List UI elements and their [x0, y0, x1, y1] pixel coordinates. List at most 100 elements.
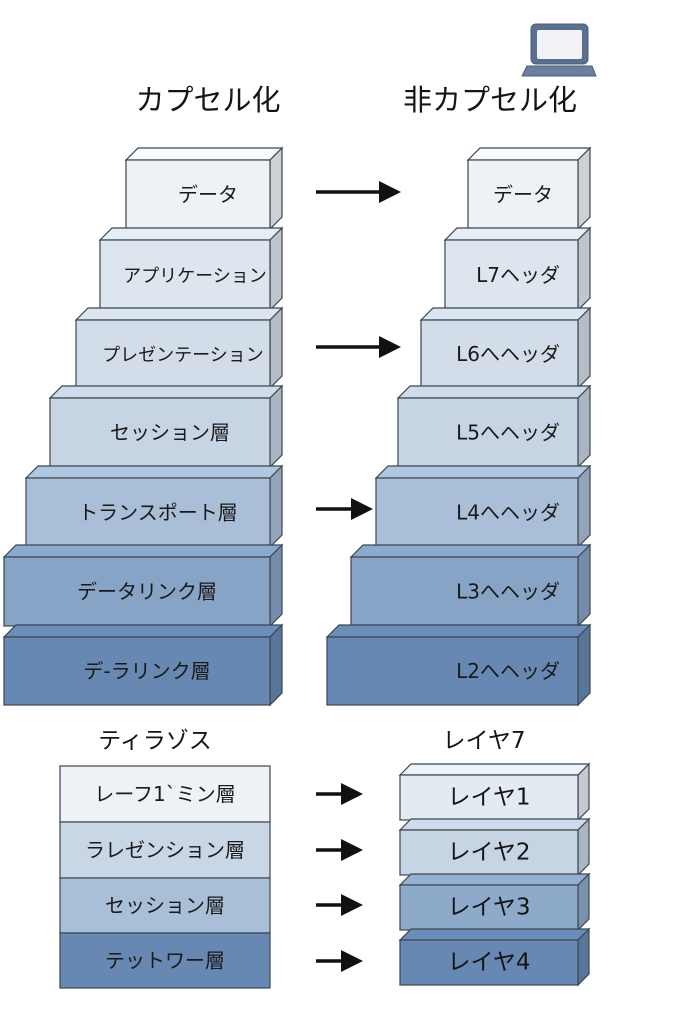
box-front-face	[125, 159, 271, 230]
left-layer-box: トランスポート層	[24, 464, 284, 549]
box-side-face	[269, 306, 283, 390]
layer-label: データリンク層	[77, 580, 217, 604]
right-layer-box: L5へヘッダ	[396, 384, 592, 469]
right-layer-box: L2へヘッダ	[325, 623, 592, 707]
arrow-right-icon	[316, 336, 401, 358]
box-side-face	[577, 306, 591, 390]
box-side-face	[577, 623, 591, 707]
arrow-right-icon	[316, 783, 363, 805]
bottom-left-row: ラレゼンション層	[59, 821, 271, 879]
left-layer-box: データリンク層	[2, 543, 284, 628]
bottom-right-title: レイヤ7	[443, 728, 526, 754]
box-side-face	[577, 146, 591, 231]
left-layer-box: プレゼンテーション	[74, 306, 284, 390]
right-layer-box: L3へヘッダ	[349, 543, 592, 628]
bottom-right-stack: レイヤ1 レイヤ2 レイヤ3 レイヤ4	[398, 762, 591, 987]
layer-label: L5へヘッダ	[456, 421, 560, 445]
left-layer-box: アプリケーション	[98, 226, 284, 312]
layer-label: プレゼンテーション	[102, 345, 264, 366]
layer-label: データ	[178, 183, 238, 207]
box-front-face	[420, 319, 579, 389]
box-side-face	[577, 464, 591, 549]
arrow-right-icon	[316, 498, 373, 520]
arrow-right-icon	[316, 839, 363, 861]
box-front-face	[99, 239, 271, 311]
bottom-right-layer-box: レイヤ4	[398, 927, 591, 987]
encapsulation-title: カプセル化	[135, 83, 280, 117]
box-top-face	[124, 147, 284, 161]
box-side-face	[577, 543, 591, 628]
layer-label: レイヤ2	[448, 840, 531, 866]
box-side-face	[269, 623, 283, 707]
box-side-face	[269, 384, 283, 469]
layer-label: トランスポート層	[78, 501, 238, 525]
box-top-face	[396, 385, 592, 399]
box-front-face	[326, 636, 579, 706]
box-front-face	[467, 159, 579, 230]
left-layer-box: データ	[124, 146, 284, 231]
box-front-face	[75, 319, 271, 389]
box-top-face	[2, 544, 284, 558]
box-side-face	[269, 226, 283, 312]
right-layer-box: L7ヘッダ	[443, 226, 592, 312]
layer-label: L3へヘッダ	[456, 580, 560, 604]
encapsulation-stack: データアプリケーションプレゼンテーションセッション層トランスポート層データリンク…	[2, 146, 284, 707]
arrow-right-icon	[316, 950, 363, 972]
box-top-face	[398, 818, 591, 831]
layer-label: セッション層	[110, 421, 230, 445]
box-top-face	[74, 307, 284, 321]
box-front-face	[49, 397, 271, 468]
bottom-right-layer-box: レイヤ3	[398, 872, 591, 932]
left-layer-box: セッション層	[48, 384, 284, 469]
box-front-face	[399, 774, 579, 821]
box-top-face	[419, 307, 592, 321]
box-side-face	[577, 384, 591, 469]
box-top-face	[398, 763, 591, 776]
box-front-face	[444, 239, 579, 311]
left-layer-box: デ-ラリンク層	[2, 623, 284, 707]
box-top-face	[98, 227, 284, 241]
layer-label: レイヤ1	[448, 785, 531, 811]
box-top-face	[48, 385, 284, 399]
decapsulation-stack: データ L7ヘッダ L6へヘッダ L5へヘッダ L4へヘッダ L3へヘッダ L2へヘッダ	[325, 146, 592, 707]
box-top-face	[374, 465, 592, 479]
box-top-face	[443, 227, 592, 241]
box-front-face	[3, 636, 271, 706]
arrows	[316, 181, 401, 972]
layer-label: デ-ラリンク層	[83, 659, 210, 683]
layer-label: L4へヘッダ	[456, 501, 560, 525]
arrow-right-icon	[316, 894, 363, 916]
row-label: テットワー層	[105, 949, 225, 973]
right-layer-box: データ	[466, 146, 592, 231]
box-side-face	[269, 146, 283, 231]
right-layer-box: L6へヘッダ	[419, 306, 592, 390]
laptop-icon	[521, 23, 597, 77]
box-front-face	[399, 884, 579, 931]
box-front-face	[399, 939, 579, 986]
right-layer-box: L4へヘッダ	[374, 464, 592, 549]
box-top-face	[2, 624, 284, 638]
bottom-left-row: レーフ1`ミン層	[59, 765, 271, 823]
layer-label: データ	[493, 183, 553, 207]
box-top-face	[466, 147, 592, 161]
box-side-face	[577, 226, 591, 312]
row-label: ラレゼンション層	[85, 838, 245, 862]
row-label: セッション層	[105, 894, 225, 918]
bottom-right-layer-box: レイヤ1	[398, 762, 591, 822]
box-top-face	[349, 544, 592, 558]
layer-label: アプリケーション	[123, 266, 267, 287]
box-top-face	[398, 873, 591, 886]
decapsulation-title: 非カプセル化	[403, 83, 577, 117]
box-side-face	[269, 464, 283, 549]
layer-label: レイヤ4	[448, 950, 531, 976]
box-side-face	[269, 543, 283, 628]
bottom-left-row: テットワー層	[59, 932, 271, 989]
box-front-face	[399, 829, 579, 876]
layer-label: L7ヘッダ	[476, 263, 560, 287]
arrow-right-icon	[316, 181, 401, 203]
box-front-face	[375, 477, 579, 548]
bottom-left-row: セッション層	[59, 877, 271, 934]
box-top-face	[24, 465, 284, 479]
